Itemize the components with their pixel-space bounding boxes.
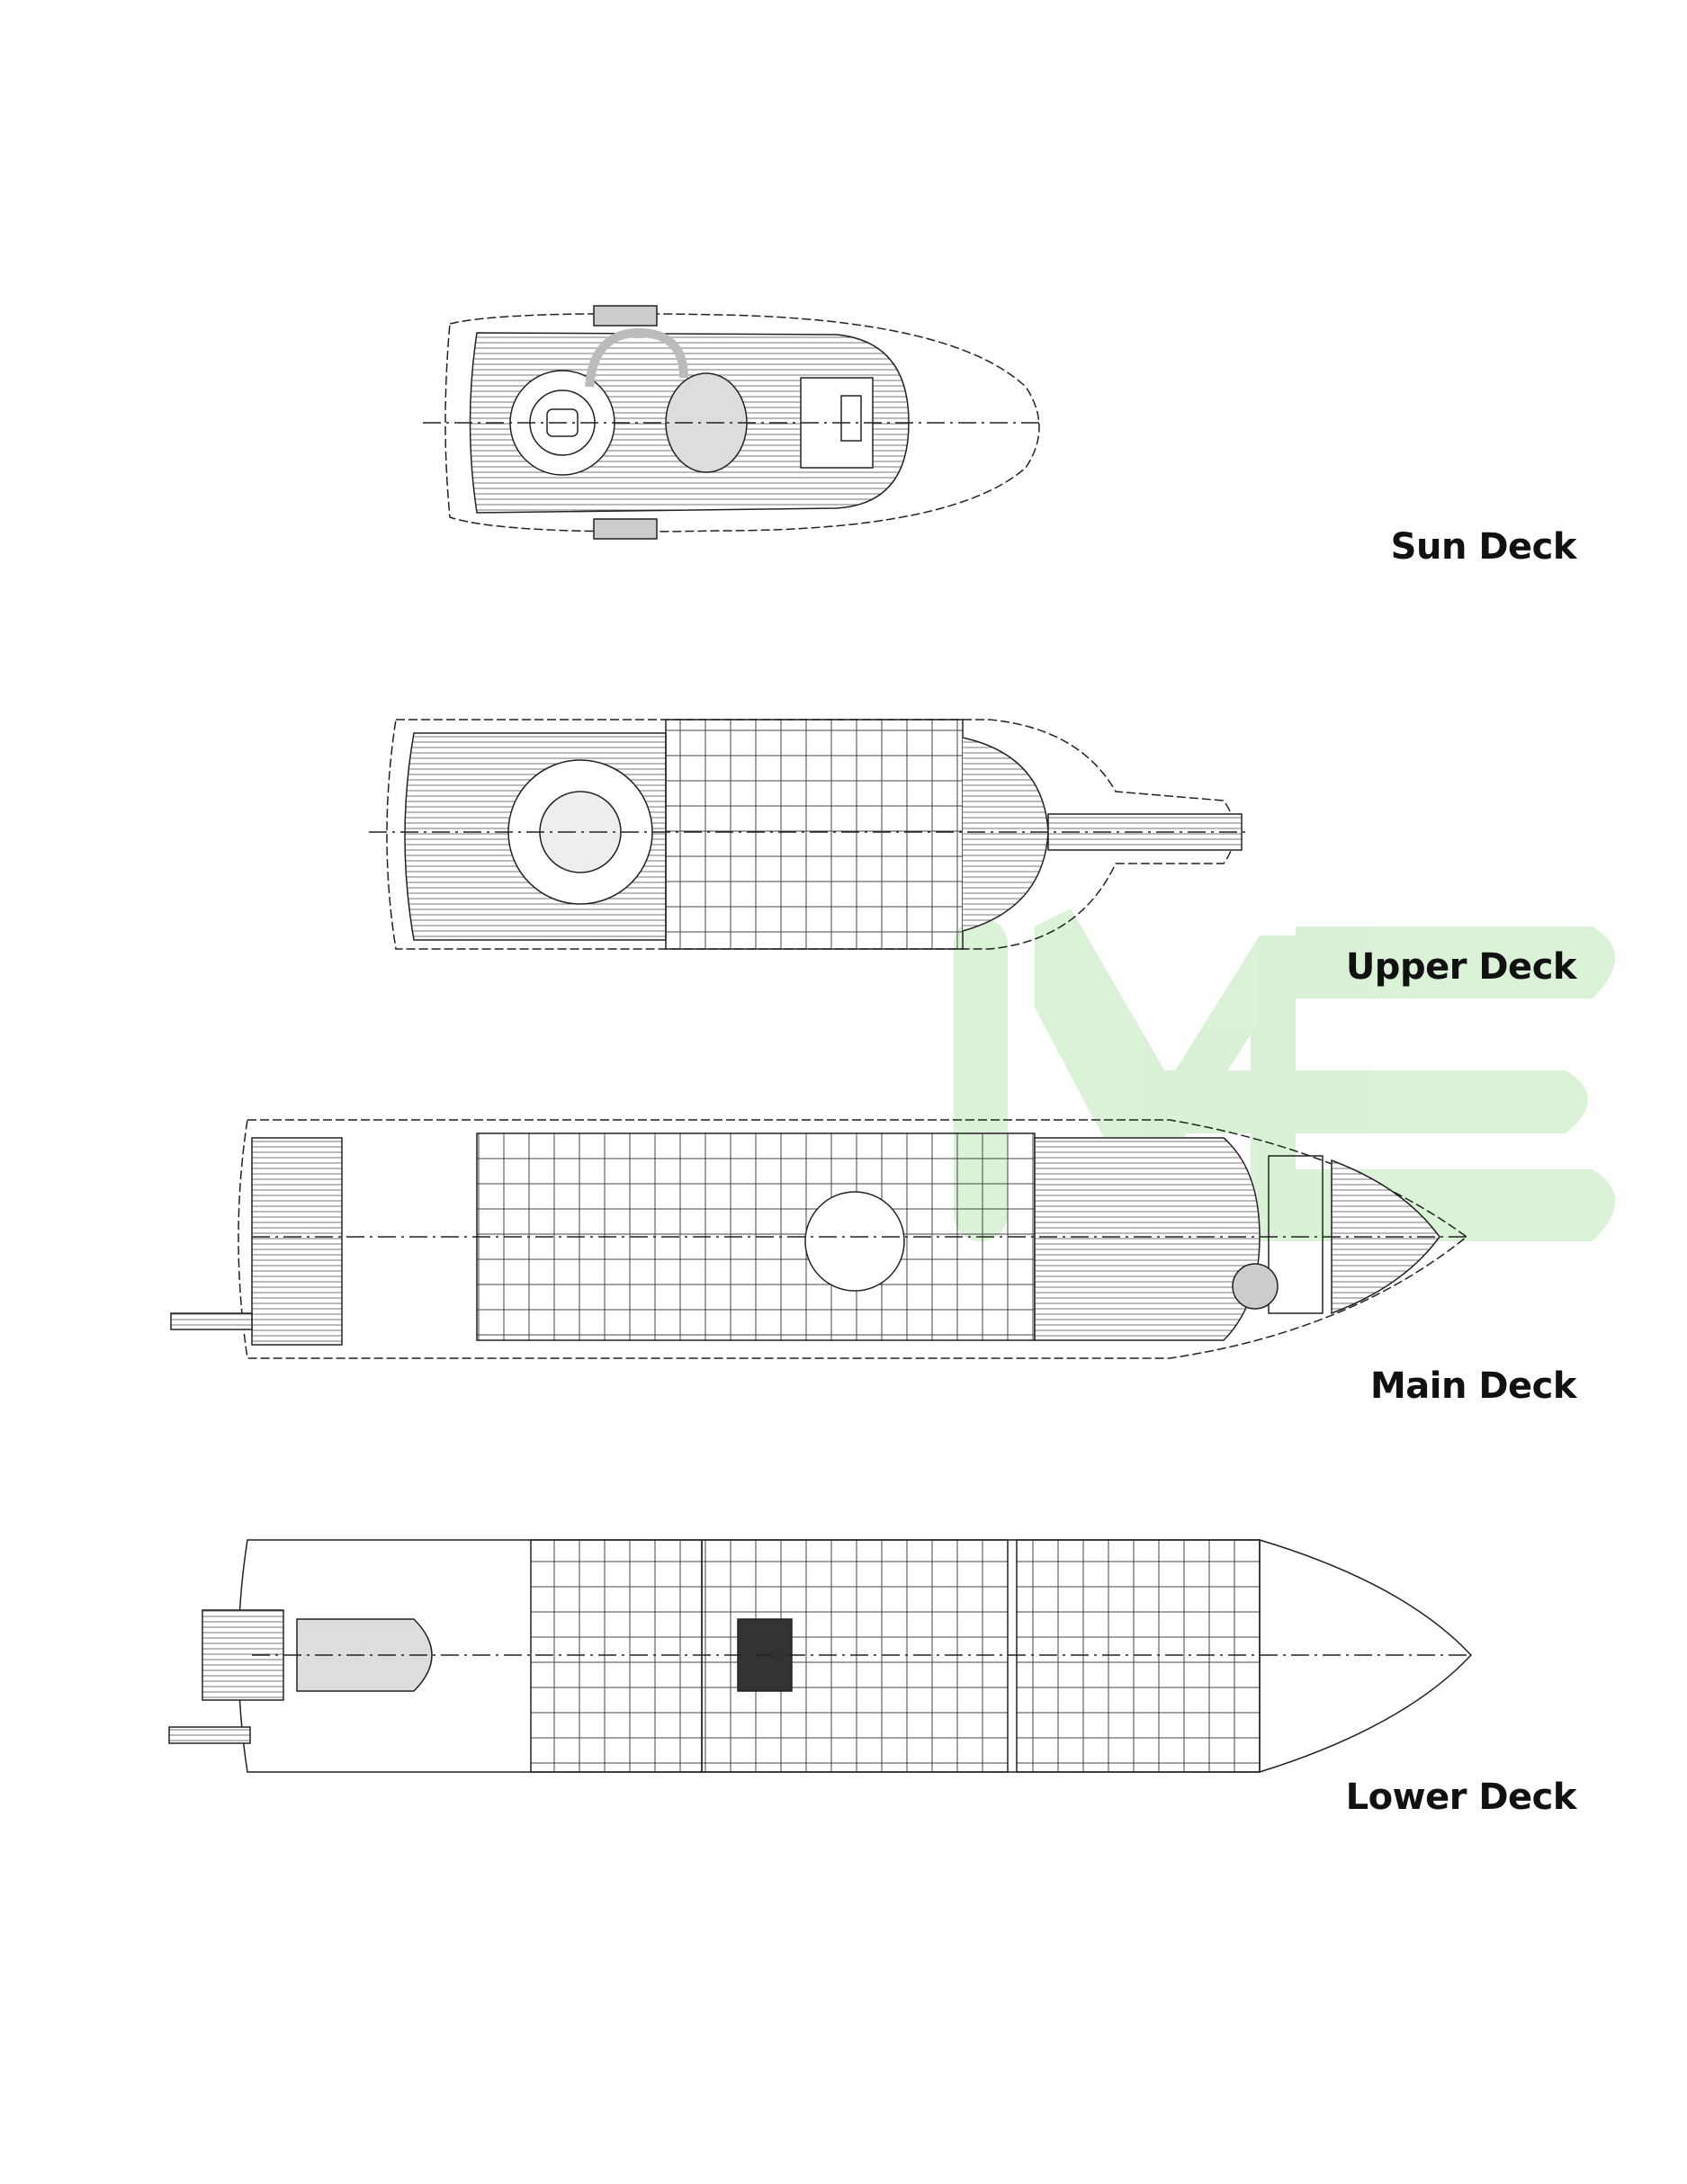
deck-label-main: Main Deck — [1369, 1365, 1577, 1407]
upper-deck-plan — [369, 719, 1251, 950]
deck-label-upper: Upper Deck — [1345, 946, 1577, 988]
deck-label-lower: Lower Deck — [1345, 1777, 1577, 1818]
lower-deck-plan — [168, 1539, 1473, 1773]
main-deck-plan — [170, 1119, 1471, 1359]
sun-deck-plan — [423, 305, 1044, 540]
deck-label-sun: Sun Deck — [1390, 526, 1577, 568]
